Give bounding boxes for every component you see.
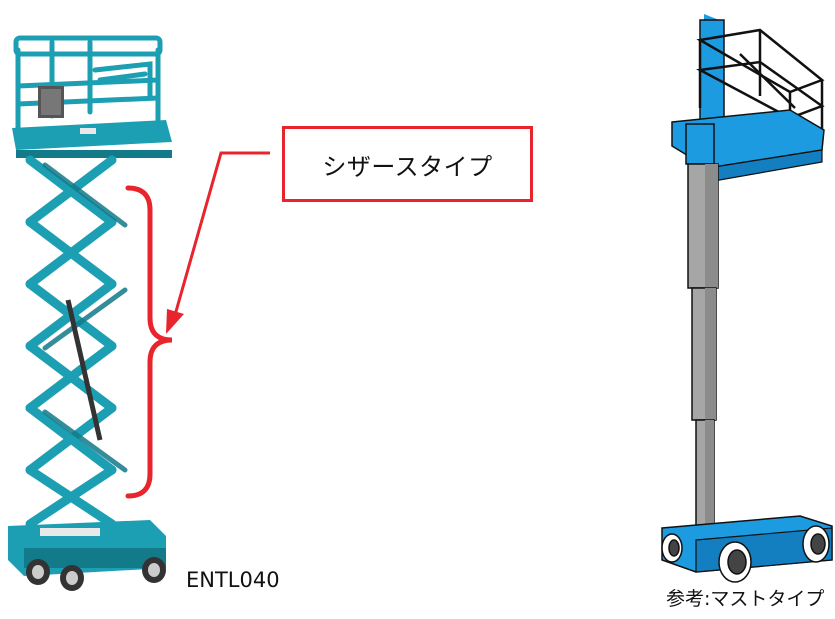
scissor-model-label: ENTL040 [186,568,280,592]
scissor-lift-image [8,35,172,591]
mast-type-label: 参考:マストタイプ [666,588,825,610]
bracket [125,185,173,499]
callout-arrow [166,151,270,334]
mast-lift-image [661,14,833,583]
callout-label: シザースタイプ [322,152,493,181]
callout-box: シザースタイプ [282,126,533,202]
